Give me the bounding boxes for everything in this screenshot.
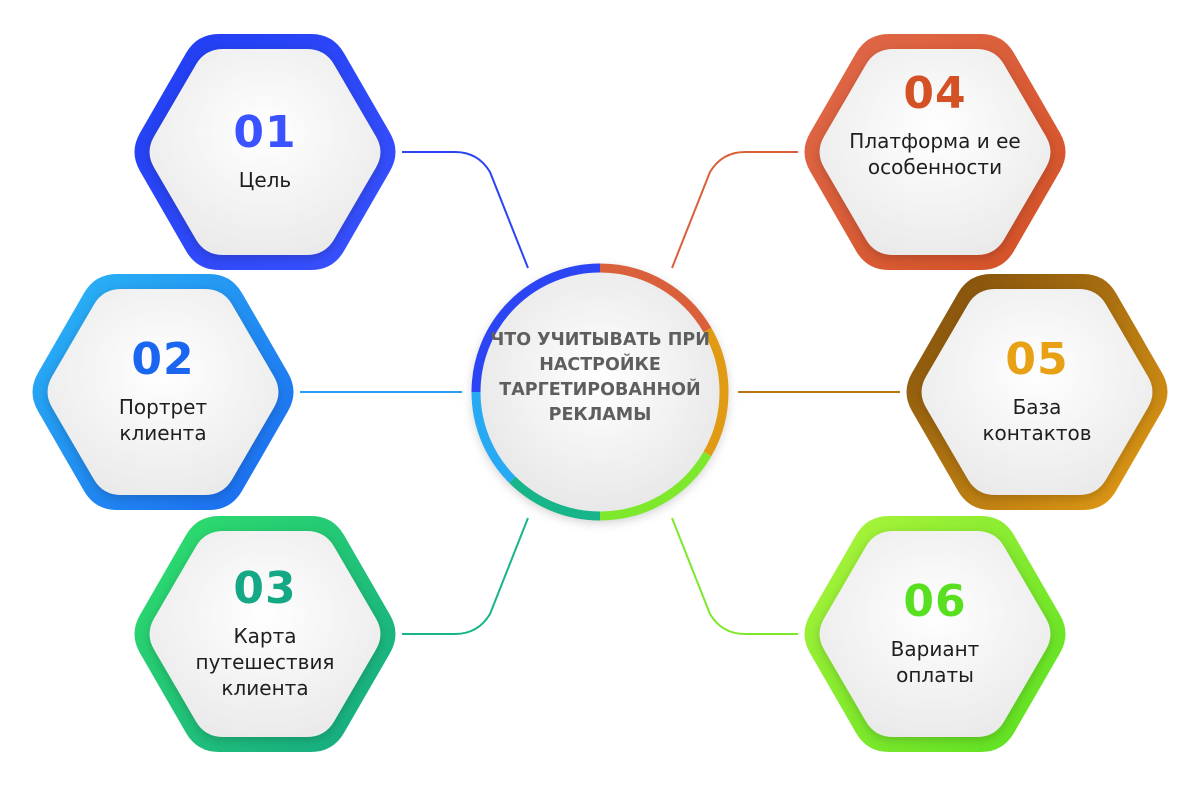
hex-02 — [32, 274, 294, 510]
hex-06 — [804, 516, 1066, 752]
center-ring-segment — [703, 327, 729, 457]
center-ring-segment — [599, 263, 712, 333]
center-ring-segment — [471, 263, 601, 393]
hex-05 — [906, 274, 1168, 510]
connector-04 — [671, 151, 798, 269]
hex-01 — [134, 34, 396, 270]
hex-01-face — [149, 49, 381, 255]
hex-04-face — [819, 49, 1051, 255]
hex-03 — [134, 516, 396, 752]
hex-05-face — [921, 289, 1153, 495]
center-ring-segment — [509, 476, 601, 521]
center-circle — [471, 263, 729, 521]
connector-01 — [402, 151, 529, 269]
hex-03-face — [149, 531, 381, 737]
center-ring-segment — [599, 451, 712, 521]
hex-04 — [804, 34, 1066, 270]
hex-02-face — [47, 289, 279, 495]
center-title: ЧТО УЧИТЫВАТЬ ПРИ НАСТРОЙКЕ ТАРГЕТИРОВАН… — [490, 330, 710, 425]
connector-06 — [671, 517, 798, 635]
hex-06-face — [819, 531, 1051, 737]
center-ring-segment — [471, 391, 516, 483]
connector-03 — [402, 517, 529, 635]
